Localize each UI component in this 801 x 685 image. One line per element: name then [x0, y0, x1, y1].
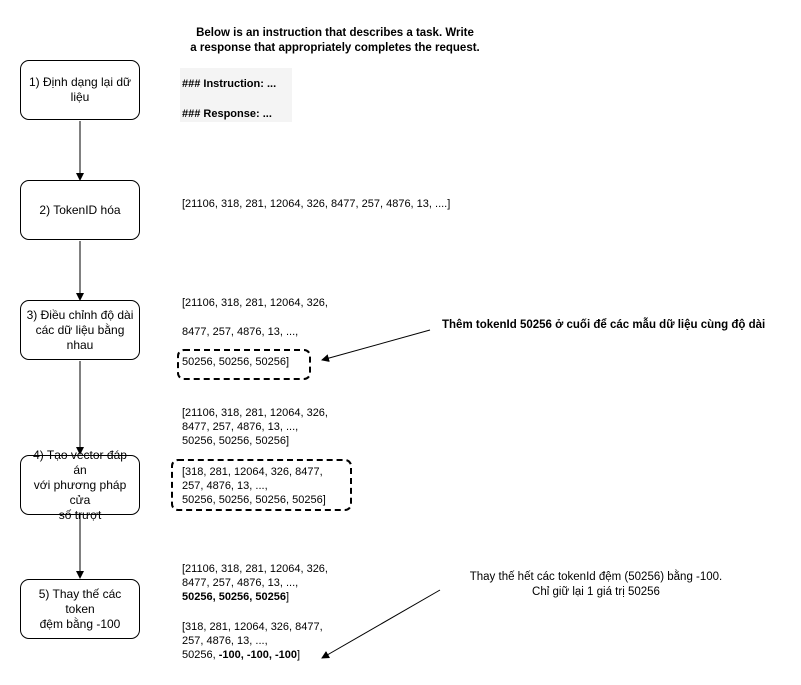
step-3-label-line1: 3) Điều chỉnh độ dài [26, 307, 134, 322]
response-line: ### Response: ... [182, 108, 272, 120]
input-seq-line3: 50256, 50256, 50256] [182, 435, 290, 447]
replace-note: Thay thế hết các tokenId đệm (50256) bằn… [446, 570, 746, 599]
final-input-line2: 8477, 257, 4876, 13, ..., [182, 577, 299, 589]
input-seq-line1: [21106, 318, 281, 12064, 326, [182, 407, 328, 419]
step-1-label-line1: 1) Định dạng lại dữ [28, 75, 132, 89]
prompt-header: Below is an instruction that describes a… [180, 26, 490, 55]
padding-highlight-box [177, 349, 311, 380]
step-5-label-line2: đệm bằng -100 [39, 616, 121, 631]
step-2-box: 2) TokenID hóa [20, 180, 140, 240]
prompt-header-line2: a response that appropriately completes … [190, 41, 480, 54]
template-box [180, 68, 292, 122]
step-5-label-line1: 5) Thay thế các token [38, 586, 122, 616]
step-4-box: 4) Tạo vector đáp án với phương pháp cửa… [20, 448, 140, 522]
step-4-label-line2: với phương pháp cửa [33, 477, 127, 507]
final-target-masked-tokens: -100, -100, -100 [218, 649, 297, 661]
final-input-line3: 50256, 50256, 50256] [182, 590, 289, 605]
padding-note: Thêm tokenId 50256 ở cuối để các mẫu dữ … [442, 319, 766, 331]
input-seq-line2: 8477, 257, 4876, 13, ..., [182, 421, 299, 433]
step-2-label: 2) TokenID hóa [39, 202, 121, 217]
arrow-padding-note [321, 329, 431, 362]
final-target-line1: [318, 281, 12064, 326, 8477, [182, 621, 323, 633]
step-4-label-line3: số trượt [58, 507, 102, 522]
target-seq-line1: [318, 281, 12064, 326, 8477, [182, 466, 323, 478]
target-seq-line3: 50256, 50256, 50256, 50256] [182, 494, 326, 506]
final-input-line1: [21106, 318, 281, 12064, 326, [182, 563, 328, 575]
replace-note-line1: Thay thế hết các tokenId đệm (50256) bằn… [469, 571, 723, 583]
step-5-box: 5) Thay thế các token đệm bằng -100 [20, 579, 140, 639]
final-target-line3: 50256, -100, -100, -100] [182, 648, 300, 663]
padded-line1: [21106, 318, 281, 12064, 326, [182, 297, 328, 309]
target-seq-line2: 257, 4876, 13, ..., [182, 480, 268, 492]
step-4-label-line1: 4) Tạo vector đáp án [33, 447, 127, 477]
step-1-label-line2: liệu [70, 90, 90, 104]
final-target-line3-start: 50256, [182, 649, 219, 661]
final-input-padding-tokens: 50256, 50256, 50256 [182, 591, 286, 603]
final-target-line3-end: ] [296, 649, 301, 661]
token-id-sequence: [21106, 318, 281, 12064, 326, 8477, 257,… [182, 198, 451, 210]
final-input-line3-end: ] [286, 591, 290, 603]
step-3-label-line3: nhau [66, 337, 94, 352]
padded-line2: 8477, 257, 4876, 13, ..., [182, 326, 299, 338]
prompt-header-line1: Below is an instruction that describes a… [196, 27, 474, 39]
final-target-line2: 257, 4876, 13, ..., [182, 635, 268, 647]
step-1-box: 1) Định dạng lại dữ liệu [20, 60, 140, 120]
target-seq-highlight-box [171, 459, 352, 511]
arrow-replace-note [321, 589, 441, 659]
replace-note-line2: Chỉ giữ lại 1 giá trị 50256 [532, 585, 660, 598]
padded-line3: 50256, 50256, 50256] [182, 356, 290, 368]
instruction-line: ### Instruction: ... [182, 78, 277, 90]
step-3-label-line2: các dữ liệu bằng [35, 322, 125, 337]
step-3-box: 3) Điều chỉnh độ dài các dữ liệu bằng nh… [20, 300, 140, 360]
